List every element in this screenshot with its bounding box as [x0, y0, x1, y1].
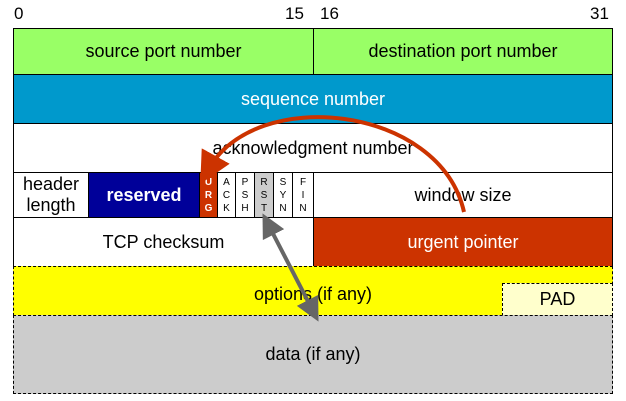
flag-rst-letter: T [260, 202, 268, 214]
flag-syn-letter: N [279, 202, 287, 214]
header-length-line2: length [26, 195, 76, 215]
flag-ack-letter: K [223, 202, 230, 214]
rst-data-double-arrow [262, 213, 319, 322]
flag-psh-letter: H [241, 202, 249, 214]
flag-psh-letter: S [241, 189, 249, 201]
flag-fin-letter: N [299, 202, 307, 214]
flag-urg-letter: R [204, 189, 213, 201]
bit-label-16: 16 [320, 4, 339, 23]
acknowledgment-number-field: acknowledgment number [13, 123, 613, 173]
urgent-pointer-field: urgent pointer [313, 217, 613, 267]
urg-to-urgent-pointer-arrow [200, 115, 466, 213]
flag-rst-letter: S [260, 189, 268, 201]
flag-psh-letter: P [241, 176, 249, 188]
flag-fin-letter: I [301, 189, 305, 201]
source-port-field: source port number [13, 28, 314, 75]
sequence-number-field: sequence number [13, 74, 613, 124]
header-length-field: header length [13, 172, 89, 218]
flag-syn-letter: Y [279, 189, 287, 201]
flag-ack-letter: C [222, 189, 231, 201]
data-field: data (if any) [13, 315, 613, 394]
flag-fin-letter: F [299, 176, 307, 188]
flag-syn-letter: S [279, 176, 287, 188]
bit-label-31: 31 [590, 4, 609, 23]
destination-port-field: destination port number [313, 28, 613, 75]
bit-label-15: 15 [285, 4, 304, 23]
bit-label-0: 0 [14, 4, 24, 23]
header-length-line1: header [22, 174, 80, 195]
flag-rst-letter: R [260, 176, 268, 188]
flag-psh: P S H [235, 172, 255, 218]
flag-urg-letter: G [204, 202, 213, 214]
